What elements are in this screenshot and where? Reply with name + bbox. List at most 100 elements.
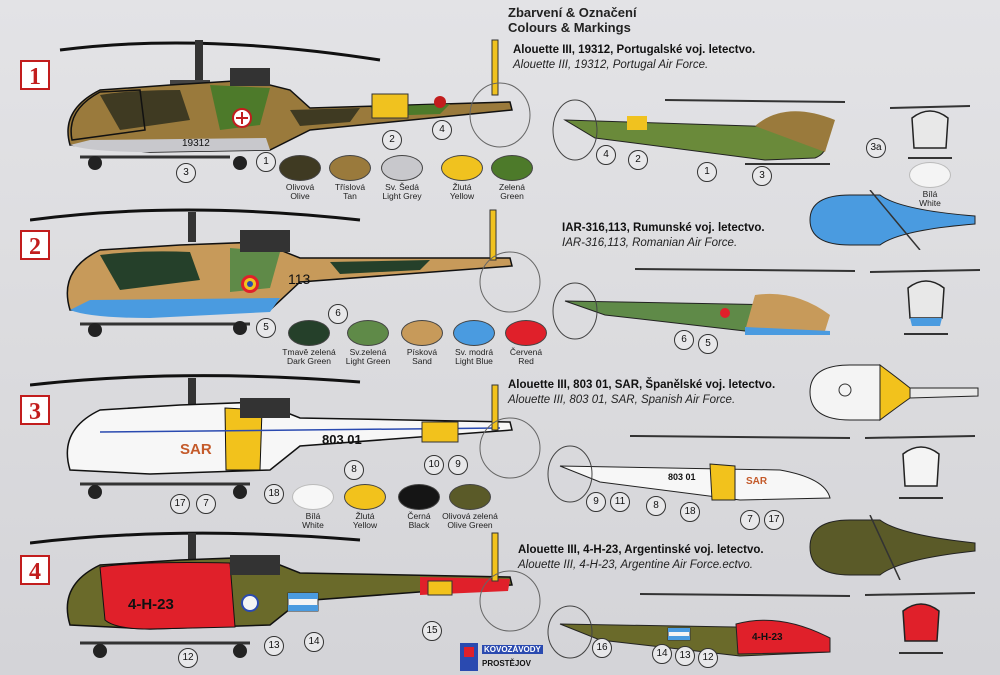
callout: 7 bbox=[196, 494, 216, 514]
scheme-3-code: SAR bbox=[180, 441, 212, 458]
kovozavody-logo: KOVOZÁVODY PROSTĚJOV bbox=[460, 643, 543, 671]
scheme-4-front-view bbox=[865, 592, 975, 654]
scheme-3-front-view bbox=[865, 435, 975, 499]
color-swatch: Olivová Olive bbox=[268, 155, 332, 201]
scheme-1-side-view: 19312 bbox=[59, 39, 531, 170]
svg-text:803 01: 803 01 bbox=[668, 472, 696, 482]
callout: 5 bbox=[698, 334, 718, 354]
scheme-badge-3: 3 bbox=[20, 395, 50, 425]
scheme-4-subtitle: Alouette III, 4-H-23, Argentine Air Forc… bbox=[518, 559, 754, 571]
scheme-4-title: Alouette III, 4-H-23, Argentinské voj. l… bbox=[518, 544, 764, 556]
color-swatch: Písková Sand bbox=[390, 320, 454, 366]
swatch-black bbox=[398, 484, 440, 510]
swatch-olive bbox=[279, 155, 321, 181]
swatch-light-blue bbox=[453, 320, 495, 346]
callout: 18 bbox=[680, 502, 700, 522]
color-swatch: Červená Red bbox=[494, 320, 558, 366]
color-swatch: Žlutá Yellow bbox=[333, 484, 397, 530]
swatch-dark-green bbox=[288, 320, 330, 346]
header-title-en: Colours & Markings bbox=[508, 20, 631, 35]
callout: 18 bbox=[264, 484, 284, 504]
scheme-1-subtitle: Alouette III, 19312, Portugal Air Force. bbox=[513, 59, 709, 71]
scheme-3-serial: 803 01 bbox=[322, 432, 362, 447]
scheme-1-front-view bbox=[890, 105, 970, 159]
callout: 17 bbox=[170, 494, 190, 514]
scheme-badge-4: 4 bbox=[20, 555, 50, 585]
scheme-2-title: IAR-316,113, Rumunské voj. letectvo. bbox=[562, 222, 765, 234]
callout: 1 bbox=[697, 162, 717, 182]
callout: 12 bbox=[178, 648, 198, 668]
scheme-2-side-view: 113 bbox=[30, 208, 541, 337]
scheme-1-small-view bbox=[552, 99, 846, 165]
scheme-2-top-view bbox=[809, 190, 976, 250]
swatch-yellow bbox=[344, 484, 386, 510]
callout: 6 bbox=[328, 304, 348, 324]
swatch-white bbox=[909, 162, 951, 188]
scheme-2-subtitle: IAR-316,113, Romanian Air Force. bbox=[562, 237, 738, 249]
color-swatch: Sv.zelená Light Green bbox=[336, 320, 400, 366]
callout: 13 bbox=[264, 636, 284, 656]
callout: 8 bbox=[344, 460, 364, 480]
scheme-3-subtitle: Alouette III, 803 01, SAR, Spanish Air F… bbox=[508, 394, 736, 406]
scheme-1-serial: 19312 bbox=[182, 138, 210, 149]
callout: 10 bbox=[424, 455, 444, 475]
callout: 14 bbox=[304, 632, 324, 652]
callout: 1 bbox=[256, 152, 276, 172]
callout: 6 bbox=[674, 330, 694, 350]
callout: 4 bbox=[596, 145, 616, 165]
callout: 5 bbox=[256, 318, 276, 338]
swatch-red bbox=[505, 320, 547, 346]
scheme-3-side-view: SAR 803 01 bbox=[30, 374, 541, 499]
swatch-light-grey bbox=[381, 155, 423, 181]
scheme-3-title: Alouette III, 803 01, SAR, Španělské voj… bbox=[508, 379, 776, 391]
color-swatch: Sv. modrá Light Blue bbox=[442, 320, 506, 366]
callout: 2 bbox=[628, 150, 648, 170]
callout: 3 bbox=[752, 166, 772, 186]
callout: 9 bbox=[586, 492, 606, 512]
callout: 4 bbox=[432, 120, 452, 140]
callout: 15 bbox=[422, 621, 442, 641]
color-swatch: Sv. Šedá Light Grey bbox=[370, 155, 434, 201]
color-swatch: Černá Black bbox=[387, 484, 451, 530]
callout: 17 bbox=[764, 510, 784, 530]
color-swatch: Bílá White bbox=[281, 484, 345, 530]
callout: 7 bbox=[740, 510, 760, 530]
callout: 16 bbox=[592, 638, 612, 658]
logo-line-2: PROSTĚJOV bbox=[482, 659, 531, 668]
scheme-badge-2: 2 bbox=[20, 230, 50, 260]
swatch-light-green bbox=[347, 320, 389, 346]
callout: 3a bbox=[866, 138, 886, 158]
color-swatch: Bílá White bbox=[898, 162, 962, 208]
callout: 2 bbox=[382, 130, 402, 150]
scheme-badge-1: 1 bbox=[20, 60, 50, 90]
scheme-2-front-view bbox=[870, 269, 980, 335]
logo-line-1: KOVOZÁVODY bbox=[482, 645, 543, 654]
callout: 9 bbox=[448, 455, 468, 475]
callout: 14 bbox=[652, 644, 672, 664]
scheme-4-top-view bbox=[809, 515, 976, 580]
header-title-cz: Zbarvení & Označení bbox=[508, 5, 637, 20]
swatch-white bbox=[292, 484, 334, 510]
callout: 13 bbox=[675, 646, 695, 666]
scheme-2-small-view bbox=[552, 268, 855, 340]
swatch-tan bbox=[329, 155, 371, 181]
scheme-4-side-view: 4-H-23 bbox=[30, 531, 541, 658]
logo-mark-accent bbox=[464, 647, 474, 657]
svg-text:SAR: SAR bbox=[746, 476, 768, 487]
color-swatch: Žlutá Yellow bbox=[430, 155, 494, 201]
swatch-yellow bbox=[441, 155, 483, 181]
swatch-green bbox=[491, 155, 533, 181]
scheme-2-serial: 113 bbox=[288, 271, 311, 287]
callout: 3 bbox=[176, 163, 196, 183]
scheme-1-title: Alouette III, 19312, Portugalské voj. le… bbox=[513, 44, 756, 56]
color-swatch: Olivová zelená Olive Green bbox=[438, 484, 502, 530]
color-swatch: Zelená Green bbox=[480, 155, 544, 201]
color-swatch: Tříslová Tan bbox=[318, 155, 382, 201]
scheme-4-serial: 4-H-23 bbox=[128, 596, 174, 613]
scheme-3-small-view: 803 01 SAR bbox=[547, 435, 850, 503]
callout: 12 bbox=[698, 648, 718, 668]
svg-text:4-H-23: 4-H-23 bbox=[752, 632, 783, 643]
color-swatch: Tmavě zelená Dark Green bbox=[277, 320, 341, 366]
swatch-sand bbox=[401, 320, 443, 346]
